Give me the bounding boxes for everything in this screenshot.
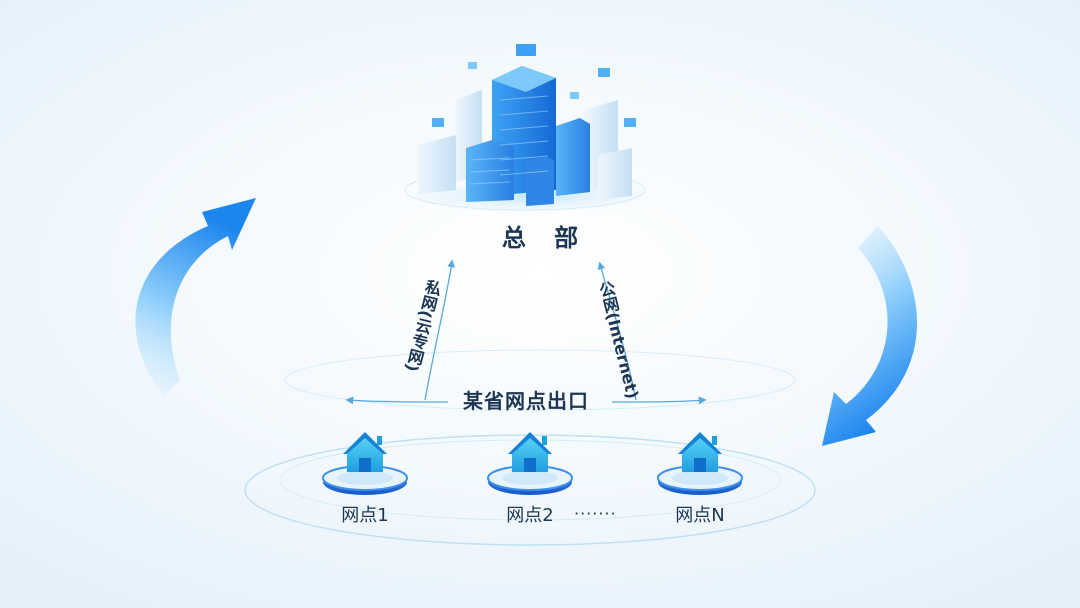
province-exit-label: 某省网点出口	[463, 389, 589, 413]
office-buildings-icon	[410, 44, 650, 212]
node-label-n: 网点N	[675, 505, 725, 526]
house-icon	[343, 432, 387, 472]
connection-lines	[345, 259, 707, 405]
curved-arrow-icon	[822, 226, 918, 446]
node-icon-2	[487, 432, 573, 495]
house-icon	[678, 432, 722, 472]
node-label-2: 网点2	[506, 505, 554, 526]
node-icon-3	[657, 432, 743, 495]
headquarters-label: 总 部	[501, 224, 589, 252]
ellipsis: ·······	[574, 504, 617, 523]
curved-arrow-icon	[135, 198, 256, 396]
node-label-1: 网点1	[341, 505, 389, 526]
node-icon-1	[322, 432, 408, 495]
house-icon	[508, 432, 552, 472]
